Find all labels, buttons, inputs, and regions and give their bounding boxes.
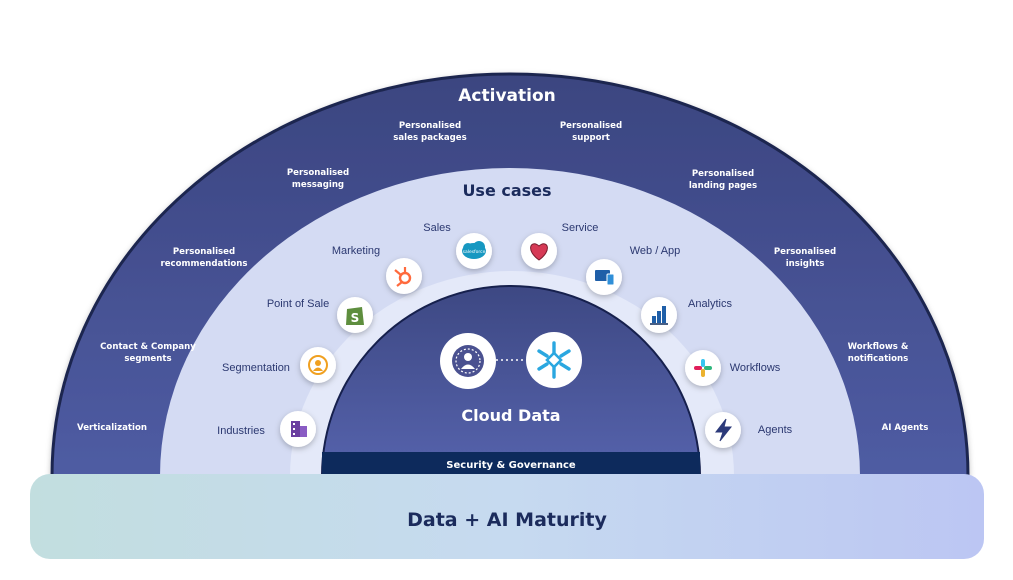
use-case-label: Service	[562, 222, 599, 234]
activation-item: AI Agents	[882, 423, 929, 433]
activation-item: Workflows &notifications	[848, 342, 909, 364]
salesforce-icon: salesforce	[456, 233, 492, 269]
activation-item: Verticalization	[77, 423, 147, 433]
shopify-icon: S	[337, 297, 373, 333]
use-case-label: Industries	[217, 425, 265, 437]
use-case-label: Sales	[423, 222, 451, 234]
maturity-bar: Data + AI Maturity	[30, 474, 984, 559]
use-case-label: Web / App	[630, 245, 681, 257]
census-icon	[440, 333, 496, 389]
svg-text:S: S	[351, 311, 360, 325]
cloud-data-title: Cloud Data	[461, 406, 560, 425]
use-cases-title: Use cases	[462, 181, 551, 200]
heart-icon	[521, 233, 557, 269]
use-case-label: Point of Sale	[267, 298, 329, 310]
governance-label: Security & Governance	[446, 460, 576, 471]
use-case-label: Segmentation	[222, 362, 290, 374]
governance-bar	[322, 452, 700, 476]
hubspot-icon	[386, 258, 422, 294]
cloud-data-core	[320, 285, 702, 477]
segment-user-icon	[300, 347, 336, 383]
use-case-label: Agents	[758, 424, 793, 436]
activation-title: Activation	[458, 86, 555, 106]
use-case-label: Marketing	[332, 245, 380, 257]
slack-icon	[685, 350, 721, 386]
use-case-label: Analytics	[688, 298, 733, 310]
use-case-labels: Industries Segmentation Point of Sale Marke…	[217, 222, 792, 437]
lightning-icon	[705, 412, 741, 448]
building-icon	[280, 411, 316, 447]
use-case-label: Workflows	[730, 362, 781, 374]
svg-text:salesforce: salesforce	[463, 249, 486, 255]
snowflake-icon	[526, 332, 582, 388]
bar-chart-icon	[641, 297, 677, 333]
maturity-title: Data + AI Maturity	[407, 508, 607, 531]
web-app-icon	[586, 259, 622, 295]
